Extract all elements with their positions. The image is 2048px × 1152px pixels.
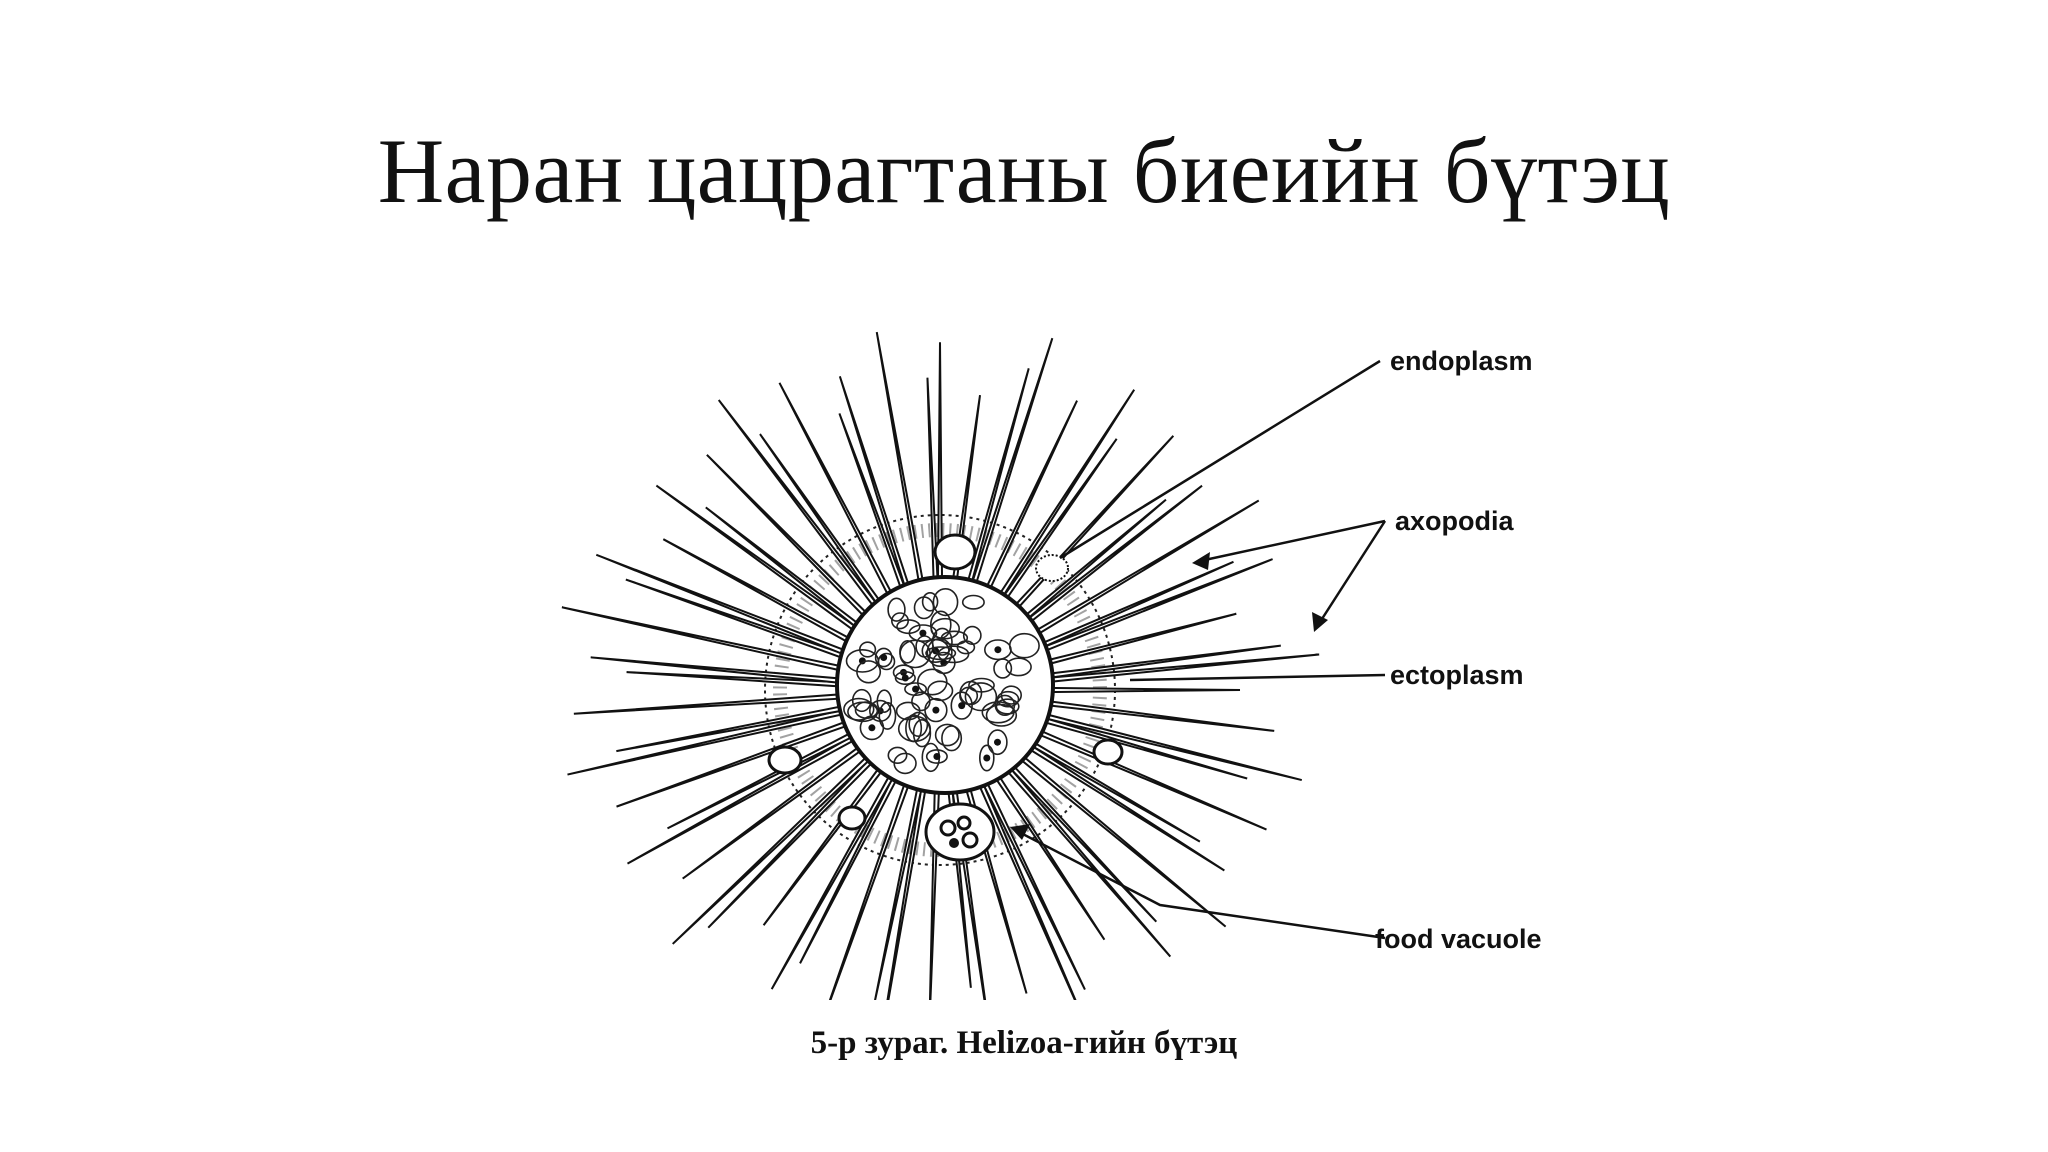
endoplasm-cell — [924, 697, 948, 723]
arrowheads — [1010, 552, 1328, 840]
endoplasm-cell — [996, 690, 1020, 708]
endoplasm-cell — [964, 682, 998, 712]
leader-lines — [1014, 359, 1387, 940]
endoplasm-granule — [868, 724, 876, 732]
endoplasm-granule — [958, 702, 966, 710]
endoplasm-cell — [978, 744, 995, 772]
axopodium — [1034, 686, 1241, 694]
endoplasm-cell — [874, 647, 893, 668]
endoplasm-cell — [876, 689, 893, 714]
endoplasm-cell — [845, 648, 880, 673]
endoplasm-cell — [932, 588, 959, 617]
endoplasm-granule — [858, 657, 866, 665]
endoplasm-granule — [901, 674, 909, 682]
endoplasm-cell — [894, 670, 916, 685]
endoplasm-cell — [921, 591, 939, 612]
vacuoles — [767, 533, 1124, 831]
slide-title: Наран цацрагтаны биеийн бүтэц — [377, 120, 1671, 222]
endoplasm-cell — [856, 660, 882, 684]
endoplasm-cell — [987, 729, 1008, 756]
endoplasm-cell — [968, 677, 995, 693]
endoplasm-cell — [959, 686, 979, 705]
endoplasm-cell — [890, 612, 909, 630]
endoplasm-cell — [913, 596, 935, 620]
heliozoa-diagram: endoplasm axopodia ectoplasm food vacuol… — [440, 320, 1620, 1000]
endoplasm-granule — [994, 646, 1002, 654]
endoplasm-cell — [926, 637, 953, 667]
endoplasm-cell — [962, 625, 982, 646]
food-vacuole-leader — [1014, 828, 1386, 940]
label-ectoplasm: ectoplasm — [1390, 660, 1524, 690]
endoplasm-leader — [1059, 359, 1381, 560]
endoplasm-cell — [995, 698, 1020, 715]
endoplasm-granule — [912, 685, 920, 693]
endoplasm-cell — [925, 749, 948, 764]
endoplasm-cell — [843, 697, 875, 721]
endoplasm-cell — [896, 619, 921, 635]
endoplasm-granule — [880, 654, 888, 661]
endoplasm-cell — [904, 682, 928, 696]
axopodia-rays — [561, 331, 1320, 1000]
endoplasm-granule — [932, 706, 940, 714]
endoplasm-cell — [950, 691, 973, 720]
endoplasm-cell — [859, 715, 885, 741]
ectoplasm-leader — [1129, 673, 1386, 682]
endoplasm-granule — [933, 753, 941, 760]
endoplasm-cell — [887, 597, 906, 622]
endoplasm-cell — [859, 641, 877, 658]
endoplasm-cell — [851, 688, 872, 713]
endoplasm-sphere — [835, 575, 1055, 795]
endoplasm-cell — [984, 639, 1012, 661]
endoplasm-cell — [899, 639, 916, 664]
endoplasm-cell — [925, 646, 957, 661]
endoplasm-cell — [934, 723, 960, 747]
endoplasm-cell — [887, 746, 908, 764]
endoplasm-cells — [843, 588, 1040, 775]
label-endoplasm: endoplasm — [1390, 346, 1533, 376]
diagram-svg: endoplasm axopodia ectoplasm food vacuol… — [561, 331, 1542, 1000]
food-vacuole — [924, 802, 996, 862]
endoplasm-cell — [930, 617, 961, 640]
label-axopodia: axopodia — [1395, 506, 1515, 536]
endoplasm-cell — [916, 668, 948, 696]
endoplasm-cell — [1005, 657, 1032, 677]
endoplasm-cell — [941, 725, 963, 752]
endoplasm-cell — [961, 594, 985, 610]
label-food-vacuole: food vacuole — [1375, 924, 1542, 954]
axopodia-leader-2 — [1318, 520, 1387, 623]
figure-caption: 5-р зураг. Helizoa-гийн бүтэц — [810, 1025, 1238, 1061]
endoplasm-cell — [912, 719, 932, 748]
endoplasm-cell — [847, 701, 879, 723]
endoplasm-cell — [1000, 685, 1022, 705]
endoplasm-granule — [919, 629, 927, 637]
endoplasm-granule — [994, 738, 1001, 746]
axopodia-leader-1 — [1199, 519, 1386, 563]
endoplasm-cell — [897, 715, 932, 743]
endoplasm-cell — [878, 701, 897, 730]
endoplasm-granule — [983, 754, 991, 762]
